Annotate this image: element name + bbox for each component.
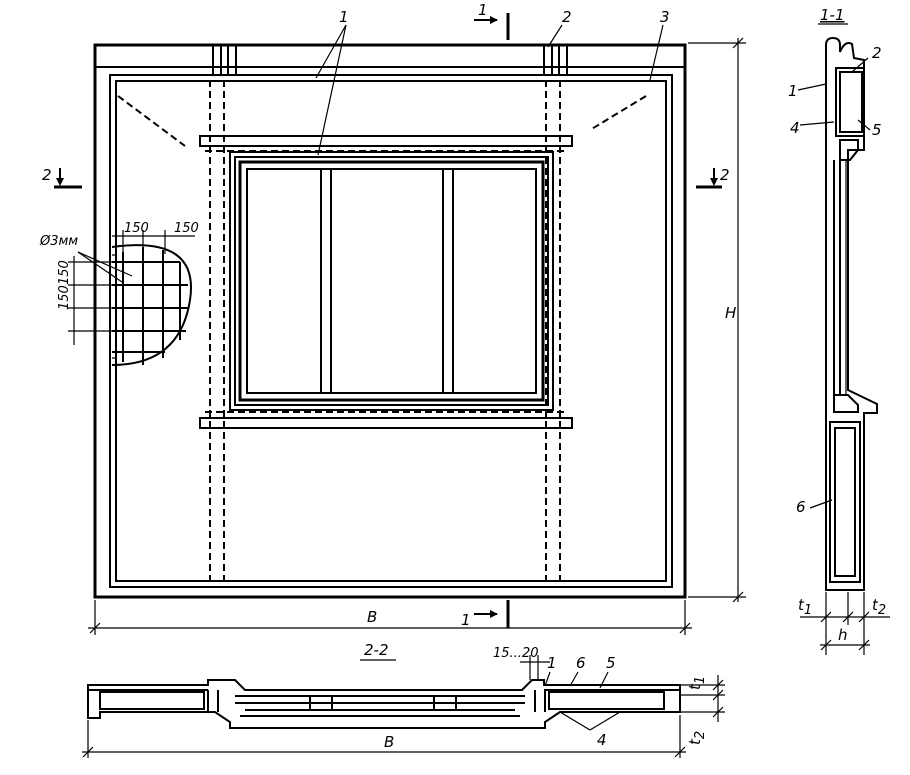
section-2-2-leaders [544,671,621,731]
width-label-front: B [367,608,377,626]
t1-label: t1 [798,596,812,618]
section-1-1-insulation-top [839,71,863,133]
section-1-1-dimensions [800,592,890,655]
reinforcement-left [209,80,225,585]
cut-2-left-label: 2 [42,166,52,184]
callout-5-sec22: 5 [606,654,616,672]
callout-5-sec11: 5 [872,121,882,139]
callout-4-sec22: 4 [597,731,607,749]
wire-diameter-label: Ø3мм [39,234,78,249]
section-cut-2-right: 2 [696,166,730,189]
section-2-2-insulation-left [99,691,205,710]
mesh-step-label-b: 150 [174,221,199,236]
section-1-1-insulation-bottom [834,427,856,577]
lifting-loop-right [543,45,568,75]
t1-label-sec22: t1 [686,676,708,690]
mesh-step-label-d: 150 [57,285,72,310]
cut-2-right-label: 2 [720,166,730,184]
callout-1-sec22: 1 [547,654,557,672]
section-cut-1-top: 1 [474,1,510,40]
callout-6-sec22: 6 [576,654,586,672]
reinforcement-right [545,80,561,585]
height-dimension [688,37,746,603]
section-2-2: 2-2 1 6 5 4 [82,641,725,758]
cut-1-bottom-label: 1 [461,611,471,629]
mesh-dimensions [68,230,195,345]
cut-1-top-label: 1 [478,1,488,19]
callout-6-sec11: 6 [796,498,806,516]
t2-label: t2 [872,596,886,618]
section-2-2-window [235,695,525,717]
callout-4-sec11: 4 [790,119,800,137]
mesh-detail [111,244,192,366]
callout-2-front: 2 [562,8,572,26]
callout-3-front: 3 [660,8,670,26]
lifting-loop-left [212,45,237,75]
section-cut-2-left: 2 [42,166,82,189]
thickness-label: h [838,626,848,644]
mesh-step-label-a: 150 [124,221,149,236]
gap-label: 15...20 [493,646,538,661]
section-1-1-title: 1-1 [820,6,845,24]
front-view: 150 150 150 150 Ø3мм 1 2 3 1 1 2 [39,1,746,635]
panel-outline [93,43,687,599]
section-2-2-insulation-right [548,691,665,710]
section-1-1-leaders [797,57,871,509]
diagonal-mark-left [117,95,186,147]
t2-label-sec22: t2 [686,731,708,745]
section-cut-1-bottom: 1 [461,600,510,629]
diagonal-mark-right [589,95,647,131]
front-callout-leaders [315,24,664,156]
section-1-1: 1-1 1 2 4 5 6 [788,6,890,655]
callout-2-sec11: 2 [872,44,882,62]
gap-dimension [520,655,550,680]
mesh-step-label-c: 150 [57,260,72,285]
width-dimension-section [82,715,686,758]
window-block [229,151,554,411]
height-label: H [725,304,736,322]
callout-1-front: 1 [339,8,349,26]
section-2-2-title: 2-2 [364,641,389,659]
lintel-bar [199,135,573,152]
callout-1-sec11: 1 [788,82,798,100]
width-dimension-front [88,600,692,635]
section-2-2-thickness-dims [680,675,725,722]
width-label-section: B [384,733,394,751]
sill-bar [199,411,573,429]
